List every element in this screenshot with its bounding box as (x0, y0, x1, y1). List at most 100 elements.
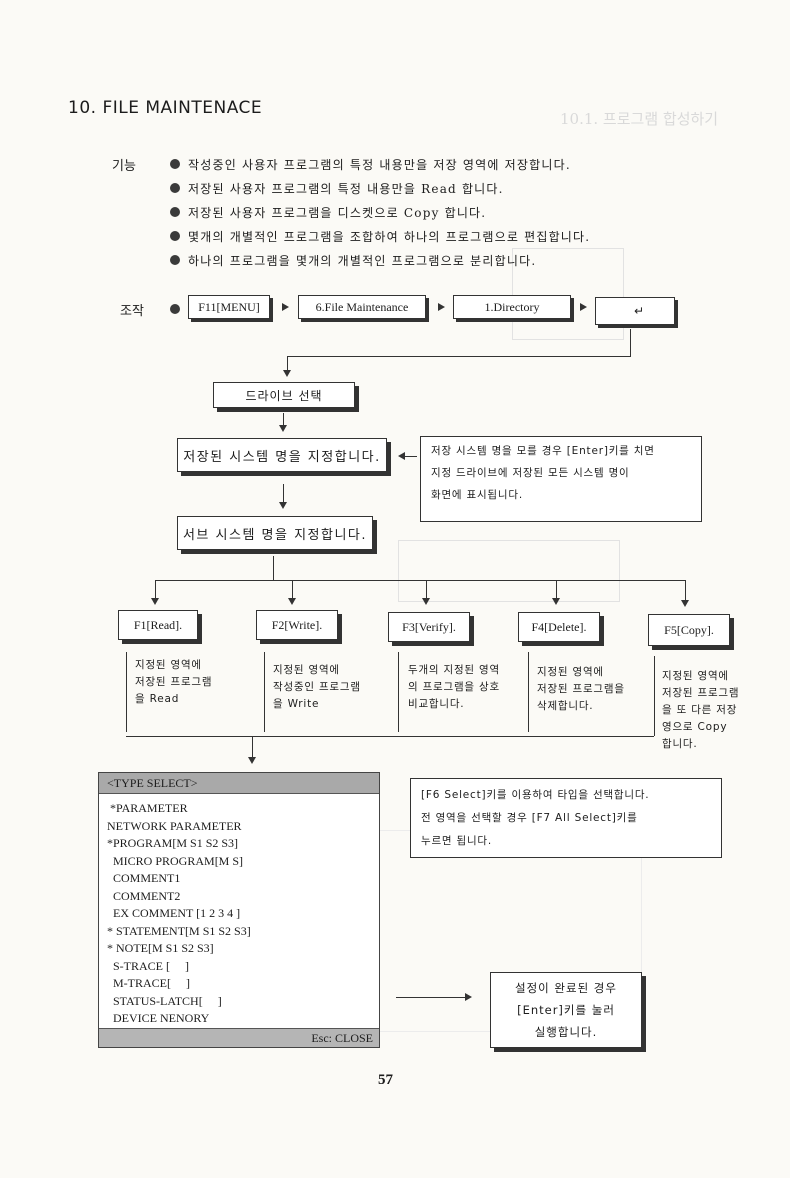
desc-line: 지정된 영역에 (135, 659, 202, 671)
desc-line: 작성중인 프로그램 (273, 681, 361, 693)
connector (283, 413, 284, 425)
type-option[interactable]: *PROGRAM[M S1 S2 S3] (107, 836, 239, 850)
type-select-dialog: <TYPE SELECT> *PARAMETER NETWORK PARAMET… (98, 772, 380, 1048)
function-item: 작성중인 사용자 프로그램의 특정 내용만을 저장 영역에 저장합니다. (170, 152, 590, 176)
connector (292, 580, 293, 598)
connector (405, 456, 417, 457)
type-option[interactable]: DEVICE NENORY (107, 1011, 210, 1025)
desc-line: 을 Write (273, 698, 320, 710)
step-menu-key[interactable]: F11[MENU] (188, 295, 270, 319)
connector (273, 556, 274, 580)
arrow-down-icon (279, 425, 287, 432)
f5-copy-key[interactable]: F5[Copy]. (648, 614, 730, 646)
bleed-through-text: 10.1. 프로그램 합성하기 (560, 110, 719, 128)
drive-select-box: 드라이브 선택 (213, 382, 355, 408)
type-option[interactable]: MICRO PROGRAM[M S] (107, 853, 244, 868)
f2-write-key[interactable]: F2[Write]. (256, 610, 338, 640)
connector (155, 580, 156, 598)
step-label: 1.Directory (484, 299, 540, 314)
connector (283, 484, 284, 504)
connector (287, 356, 631, 357)
drive-select-label: 드라이브 선택 (245, 388, 323, 403)
f5-description: 지정된 영역에 저장된 프로그램 을 또 다른 저장 영으로 Copy 합니다. (662, 668, 739, 753)
type-option[interactable]: * STATEMENT[M S1 S2 S3] (107, 923, 251, 938)
f1-description: 지정된 영역에 저장된 프로그램 을 Read (135, 657, 212, 708)
note-line: 누르면 됩니다. (421, 835, 493, 847)
type-option[interactable]: STATUS-LATCH[ ] (107, 993, 222, 1008)
note-line: 지정 드라이브에 저장된 모든 시스템 명이 (431, 467, 630, 479)
function-item-text: 작성중인 사용자 프로그램의 특정 내용만을 저장 영역에 저장합니다. (188, 157, 571, 172)
desc-line: 을 Read (135, 693, 180, 705)
f4-delete-key[interactable]: F4[Delete]. (518, 612, 600, 642)
bleed-through-box (398, 540, 620, 602)
fkey-label: F5[Copy]. (664, 622, 714, 637)
f1-read-key[interactable]: F1[Read]. (118, 610, 198, 640)
f4-description: 지정된 영역에 저장된 프로그램을 삭제합니다. (537, 664, 625, 715)
arrow-right-icon (282, 303, 289, 311)
arrow-down-icon (552, 598, 560, 605)
type-option[interactable]: *PARAMETER (107, 801, 188, 815)
step-directory[interactable]: 1.Directory (453, 295, 571, 319)
desc-line: 영으로 Copy (662, 721, 728, 733)
type-select-list: *PARAMETER NETWORK PARAMETER *PROGRAM[M … (99, 794, 379, 1028)
arrow-down-icon (283, 370, 291, 377)
function-item: 저장된 사용자 프로그램의 특정 내용만을 Read 합니다. (170, 176, 590, 200)
page-title: 10. FILE MAINTENACE (68, 98, 263, 118)
step-file-maintenance[interactable]: 6.File Maintenance (298, 295, 426, 319)
type-option[interactable]: M-TRACE[ ] (107, 976, 190, 990)
desc-line: 저장된 프로그램 (135, 676, 213, 688)
enter-key[interactable]: ↵ (595, 297, 675, 325)
fkey-label: F1[Read]. (133, 617, 183, 632)
arrow-down-icon (288, 598, 296, 605)
function-list: 작성중인 사용자 프로그램의 특정 내용만을 저장 영역에 저장합니다. 저장된… (170, 152, 590, 272)
arrow-down-icon (279, 502, 287, 509)
connector (126, 652, 127, 732)
desc-line: 저장된 프로그램을 (537, 683, 625, 695)
step-label: 6.File Maintenance (315, 299, 409, 314)
bullet-icon (170, 183, 180, 193)
f3-description: 두개의 지정된 영역 의 프로그램을 상호 비교합니다. (408, 662, 500, 713)
system-name-label: 저장된 시스템 명을 지정합니다. (183, 449, 381, 465)
enter-key-icon: ↵ (633, 304, 644, 318)
final-step-box: 설정이 완료된 경우 [Enter]키를 눌러 실행합니다. (490, 972, 642, 1048)
arrow-left-icon (398, 452, 405, 460)
sub-system-box: 서브 시스템 명을 지정합니다. (177, 516, 373, 550)
connector (685, 580, 686, 600)
step-label: F11[MENU] (198, 299, 260, 314)
connector (287, 356, 288, 370)
type-option[interactable]: EX COMMENT [1 2 3 4 ] (107, 906, 241, 920)
f3-verify-key[interactable]: F3[Verify]. (388, 612, 470, 642)
type-option[interactable]: NETWORK PARAMETER (107, 818, 242, 833)
connector (528, 652, 529, 732)
system-note-box: 저장 시스템 명을 모를 경우 [Enter]키를 치면 지정 드라이브에 저장… (420, 436, 702, 522)
type-option[interactable]: S-TRACE [ ] (107, 958, 189, 973)
function-label: 기능 (112, 159, 136, 174)
type-select-header: <TYPE SELECT> (99, 773, 379, 794)
desc-line: 저장된 프로그램 (662, 687, 740, 699)
connector (126, 736, 654, 737)
arrow-right-icon (438, 303, 445, 311)
function-item: 하나의 프로그램을 몇개의 개별적인 프로그램으로 분리합니다. (170, 248, 590, 272)
type-option[interactable]: * NOTE[M S1 S2 S3] (107, 941, 214, 955)
close-hint[interactable]: Esc: CLOSE (99, 1028, 379, 1047)
connector (264, 652, 265, 732)
function-item-text: 저장된 사용자 프로그램을 디스켓으로 Copy 합니다. (188, 205, 487, 220)
desc-line: 의 프로그램을 상호 (408, 681, 500, 693)
select-note-box: [F6 Select]키를 이용하여 타입을 선택합니다. 전 영역을 선택할 … (410, 778, 722, 858)
desc-line: 합니다. (662, 738, 698, 750)
operation-label: 조작 (120, 304, 144, 319)
page-number: 57 (378, 1072, 393, 1088)
desc-line: 삭제합니다. (537, 700, 594, 712)
arrow-right-icon (580, 303, 587, 311)
final-line: [Enter]키를 눌러 (517, 1003, 615, 1017)
type-option[interactable]: COMMENT1 (107, 871, 181, 885)
bleed-through-box (512, 248, 624, 340)
type-option[interactable]: COMMENT2 (107, 888, 181, 903)
connector (398, 652, 399, 732)
fkey-label: F4[Delete]. (531, 619, 587, 634)
sub-system-label: 서브 시스템 명을 지정합니다. (182, 527, 368, 543)
system-name-box: 저장된 시스템 명을 지정합니다. (177, 438, 387, 472)
desc-line: 을 또 다른 저장 (662, 704, 738, 716)
desc-line: 지정된 영역에 (662, 670, 729, 682)
connector (252, 736, 253, 758)
